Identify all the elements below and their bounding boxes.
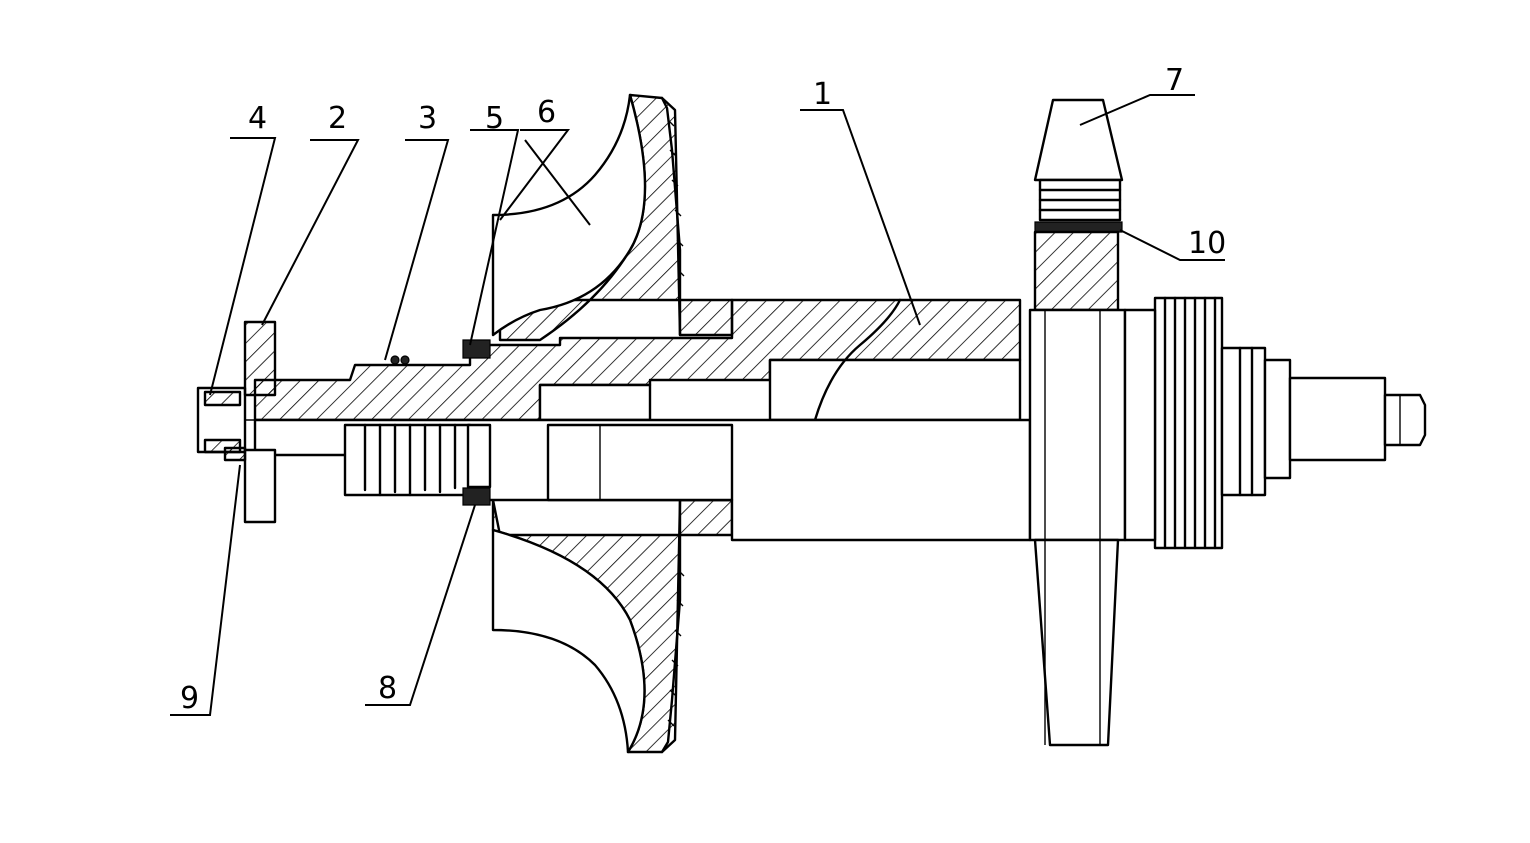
spacer-sleeve <box>462 339 492 506</box>
leader-lines <box>170 94 1225 716</box>
part-label-10: 10 <box>1188 226 1226 261</box>
turbine-wheel <box>1028 98 1127 747</box>
part-label-6: 6 <box>537 95 556 130</box>
shaft-upper-section <box>253 298 1022 422</box>
part-label-4: 4 <box>248 101 267 136</box>
right-shaft-end <box>1263 358 1427 480</box>
washer-plate <box>223 320 277 524</box>
part-label-2: 2 <box>328 101 347 136</box>
impeller-lower <box>491 498 734 754</box>
seal-rings <box>343 355 472 497</box>
part-label-7: 7 <box>1165 63 1184 98</box>
labyrinth-seal <box>1123 296 1267 550</box>
part-label-5: 5 <box>485 101 504 136</box>
part-label-3: 3 <box>418 101 437 136</box>
impeller-upper <box>491 93 734 342</box>
part-label-8: 8 <box>378 671 397 706</box>
part-label-1: 1 <box>813 77 832 112</box>
end-nut <box>196 386 247 454</box>
part-label-9: 9 <box>180 681 199 716</box>
